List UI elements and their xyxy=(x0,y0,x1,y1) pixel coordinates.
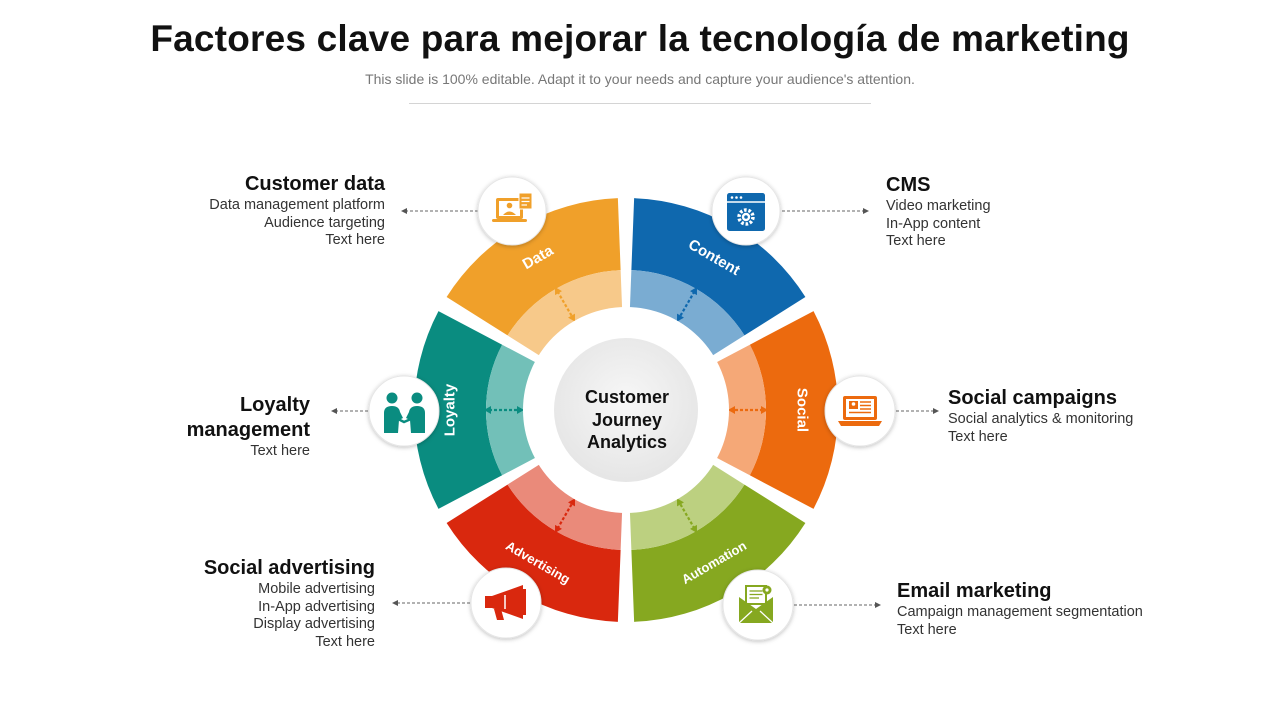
segment-inner-data xyxy=(507,270,623,357)
email-marketing-heading: Email marketing xyxy=(897,580,1052,602)
email-automation-icon xyxy=(738,585,774,624)
segment-loyalty xyxy=(414,311,503,509)
arrow-loyalty xyxy=(484,406,524,414)
social-advertising-line-3: Display advertising xyxy=(253,616,375,632)
social-advertising-line-4: Text here xyxy=(315,633,375,650)
center-disc xyxy=(554,338,698,482)
email-marketing-block: Email marketing Campaign management segm… xyxy=(897,579,1157,639)
customer-data-line-2: Audience targeting xyxy=(264,214,385,231)
segment-advertising xyxy=(446,484,621,622)
handshake-people-icon xyxy=(384,392,425,433)
cms-line-2: In-App content xyxy=(886,215,981,232)
customer-data-line-1: Data management platform xyxy=(209,197,385,213)
segment-inner-advertising xyxy=(507,463,623,550)
email-marketing-line-1: Campaign management segmentation xyxy=(897,604,1143,620)
segment-inner-automation xyxy=(629,463,745,550)
monitor-user-icon xyxy=(492,192,533,222)
browser-settings-icon xyxy=(727,193,765,231)
social-advertising-line-1: Mobile advertising xyxy=(258,581,375,597)
loyalty-line-1: Text here xyxy=(250,443,310,459)
cms-block: CMS Video marketing In-App content Text … xyxy=(886,173,1086,251)
segment-social xyxy=(749,311,839,509)
loyalty-heading: Loyalty management xyxy=(186,394,310,441)
cms-heading: CMS xyxy=(886,174,931,196)
arrow-social xyxy=(728,406,768,414)
customer-data-line-3: Text here xyxy=(325,232,385,248)
arrow-automation xyxy=(677,498,697,533)
segment-data xyxy=(446,198,621,336)
cms-line-1: Video marketing xyxy=(886,198,991,214)
customer-data-block: Customer data Data management platform A… xyxy=(185,172,385,250)
segment-label-loyalty: Loyalty xyxy=(442,383,459,436)
social-advertising-heading: Social advertising xyxy=(203,557,375,579)
segment-automation xyxy=(631,484,806,622)
customer-data-heading: Customer data xyxy=(244,173,385,195)
arrow-advertising xyxy=(555,498,575,533)
segment-label-social: Social xyxy=(794,388,811,432)
email-marketing-line-2: Text here xyxy=(897,621,957,638)
center-label: Customer Journey Analytics xyxy=(584,387,669,452)
social-advertising-line-2: In-App advertising xyxy=(258,598,375,615)
social-campaigns-line-2: Text here xyxy=(948,428,1008,445)
icon-circle-loyalty xyxy=(368,375,440,447)
segment-content xyxy=(631,198,806,336)
social-campaigns-heading: Social campaigns xyxy=(948,387,1117,409)
social-campaigns-line-1: Social analytics & monitoring xyxy=(948,411,1134,427)
loyalty-block: Loyalty management Text here xyxy=(130,393,310,461)
social-advertising-block: Social advertising Mobile advertising In… xyxy=(195,556,375,651)
laptop-profile-icon xyxy=(838,396,882,426)
segment-inner-content xyxy=(629,270,745,357)
page-subtitle: This slide is 100% editable. Adapt it to… xyxy=(365,71,915,87)
arrow-data xyxy=(555,287,575,322)
page-title: Factores clave para mejorar la tecnologí… xyxy=(150,18,1130,59)
social-campaigns-block: Social campaigns Social analytics & moni… xyxy=(948,386,1163,446)
cms-line-3: Text here xyxy=(886,233,946,249)
title-divider xyxy=(409,103,871,104)
arrow-content xyxy=(677,287,697,322)
megaphone-icon xyxy=(485,585,526,620)
